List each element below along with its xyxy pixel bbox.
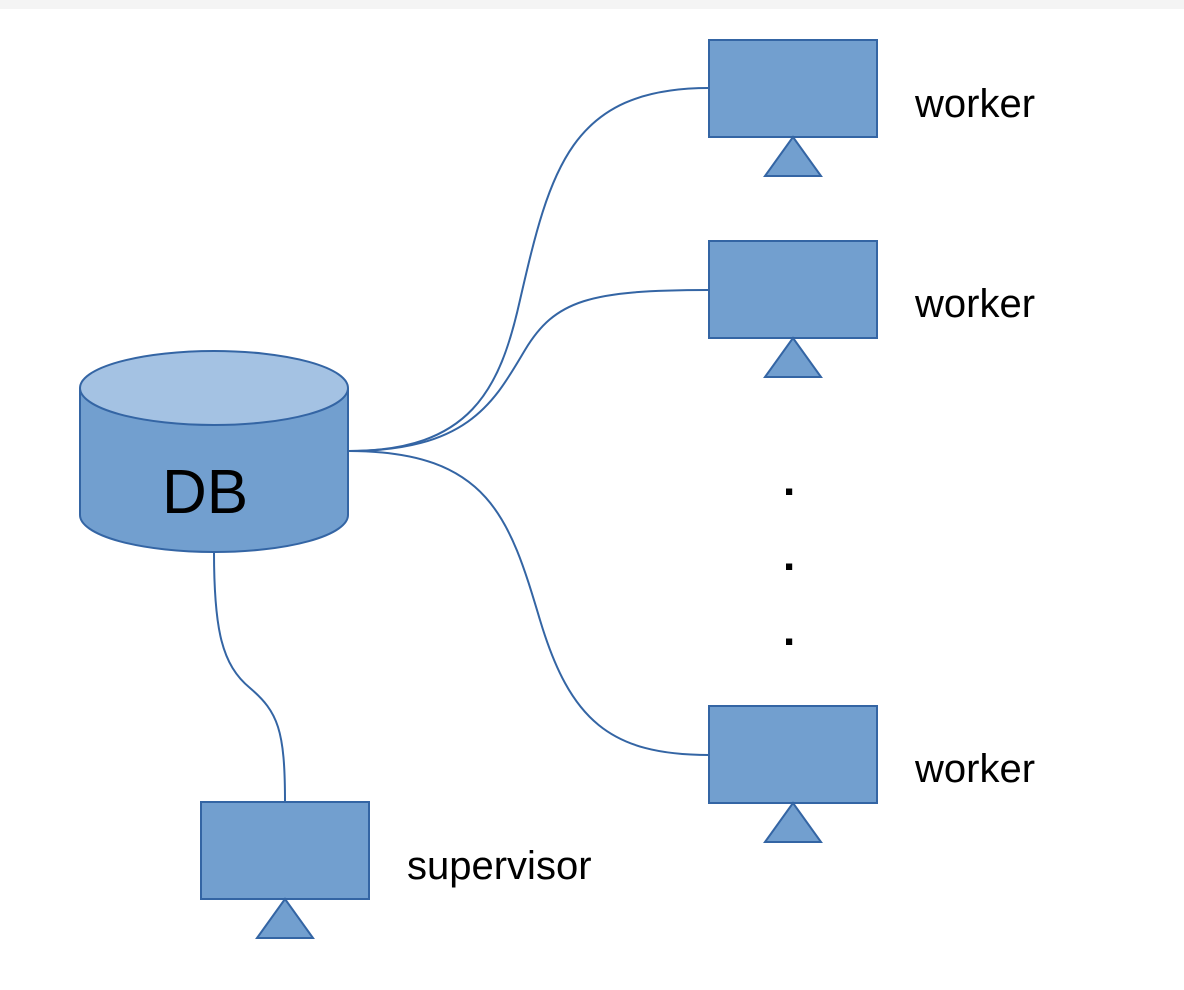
connector-db-supervisor [213,551,286,803]
worker-label-1: worker [915,82,1036,126]
connectors [213,87,710,803]
monitor-stand-icon [255,897,315,939]
supervisor-label: supervisor [407,844,592,888]
monitor-icon [200,801,370,900]
ellipsis-dot-2: . [783,531,796,580]
ellipsis-dot-1: . [783,456,796,505]
worker-label-2: worker [915,282,1036,326]
supervisor-node[interactable] [200,801,370,939]
monitor-stand-icon [763,336,823,378]
monitor-stand-icon [763,135,823,177]
top-strip [0,0,1184,9]
worker-label-3: worker [915,747,1036,791]
monitor-icon [708,240,878,339]
connector-db-worker-2 [348,289,710,452]
monitor-icon [708,39,878,138]
worker-node-2[interactable] [708,240,878,378]
connector-db-worker-3 [348,450,710,756]
worker-node-3[interactable] [708,705,878,843]
db-label: DB [162,458,249,527]
database-cylinder-icon[interactable] [79,350,349,553]
monitor-icon [708,705,878,804]
ellipsis-dot-3: . [783,606,796,655]
connector-db-worker-1 [348,87,710,452]
worker-node-1[interactable] [708,39,878,177]
monitor-stand-icon [763,801,823,843]
